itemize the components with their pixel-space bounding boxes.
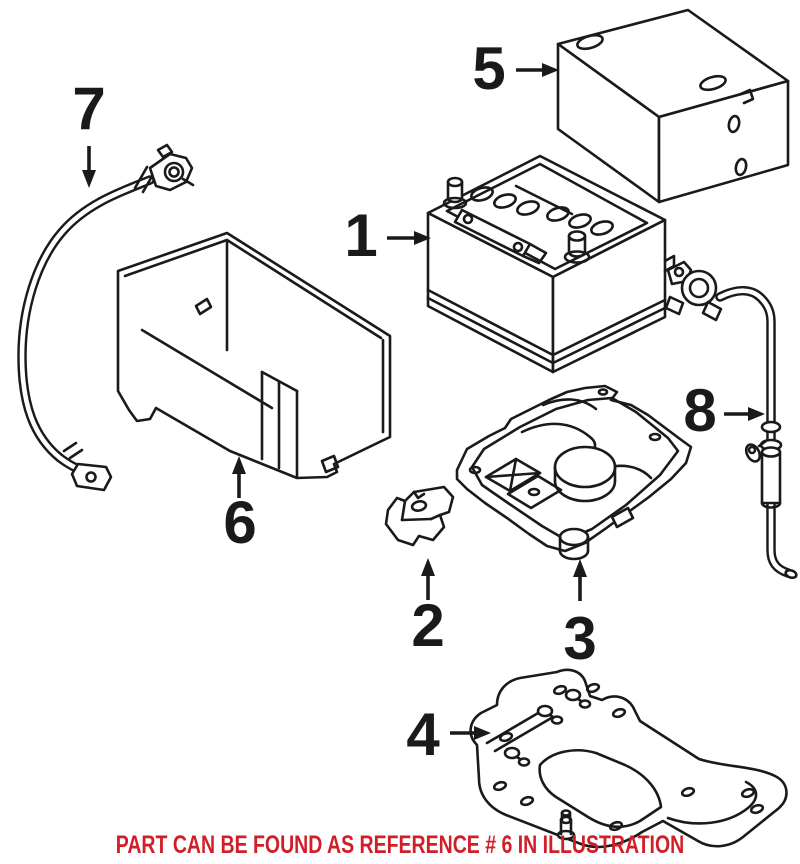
callout-6-label: 6 [223,488,257,556]
battery-hold-down-clamp-illustration [384,485,455,547]
callout-8-label: 8 [683,376,717,444]
reference-note: PART CAN BE FOUND AS REFERENCE # 6 IN IL… [115,831,685,859]
callout-2-label: 2 [411,591,445,659]
callout-3-arrow [573,559,587,601]
battery-tray-illustration [455,384,693,561]
battery-illustration [426,154,676,374]
callout-2-arrow [421,558,435,600]
callout-1-label: 1 [344,201,378,269]
callout-1-arrow [387,231,431,245]
battery-support-bracket-illustration [469,668,788,849]
negative-battery-cable-illustration [17,143,195,492]
callout-4-arrow [450,726,491,740]
callout-7-label: 7 [72,74,106,142]
callout-8-arrow [724,407,765,421]
callout-6-arrow [232,456,246,498]
positive-battery-cable-illustration [664,260,798,580]
callout-5-label: 5 [472,34,506,102]
battery-insulation-box-illustration [116,231,392,480]
battery-cover-illustration [556,8,790,204]
callout-4-label: 4 [406,700,440,768]
callout-3-label: 3 [563,604,597,672]
callout-7-arrow [82,146,96,188]
callout-5-arrow [516,63,559,77]
